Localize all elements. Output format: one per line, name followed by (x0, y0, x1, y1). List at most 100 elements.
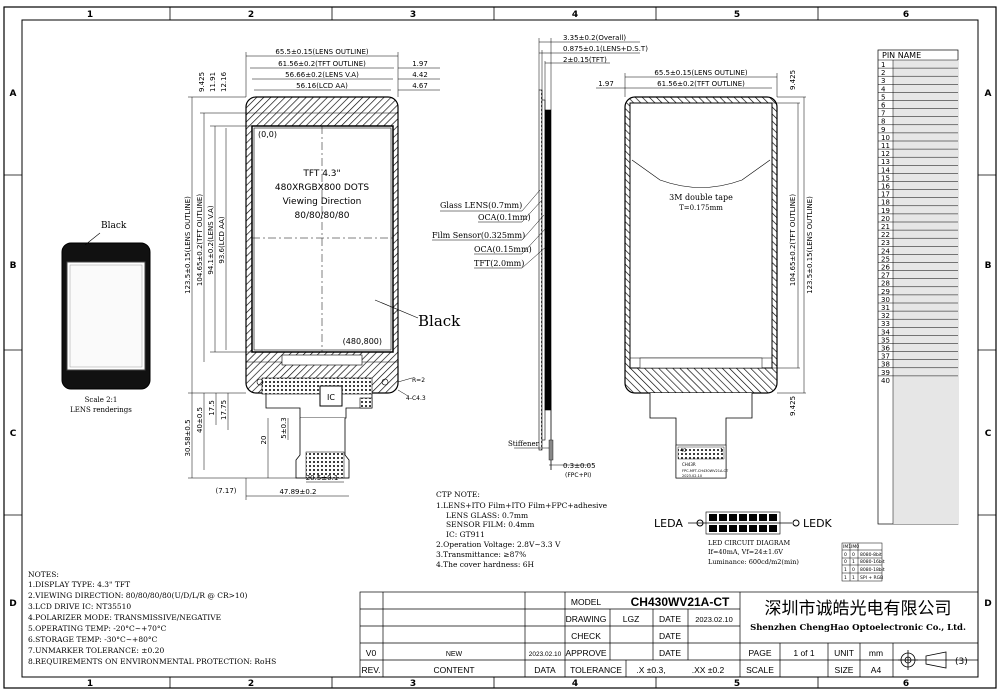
notes-line: 7.UNMARKER TOLERANCE: ±0.20 (28, 646, 164, 655)
layer-tft: TFT(2.0mm) (474, 259, 524, 268)
grid-col-top-6: 6 (903, 10, 909, 20)
mode-cell: 1 (844, 575, 847, 581)
rev-date: 2023.02.10 (529, 651, 562, 658)
pin-number: 32 (881, 312, 890, 320)
pin-number: 36 (881, 345, 890, 353)
back-dim-bottom-offset: 9.425 (789, 396, 797, 416)
led-title: LED CIRCUIT DIAGRAM (708, 539, 790, 547)
notes-line: 5.OPERATING TEMP: -20°C~+70°C (28, 624, 167, 633)
mode-header-im0: IM0 (851, 544, 859, 550)
grid-col-bottom-5: 5 (734, 679, 740, 689)
outer-frame (3, 6, 997, 689)
pin-number: 33 (881, 320, 890, 328)
tape-thickness: T=0.175mm (679, 204, 723, 212)
company-name-en: Shenzhen ChengHao Optoelectronic Co., Lt… (750, 623, 966, 633)
pin-name-column (893, 60, 959, 524)
dim-right-2: 4.42 (412, 71, 428, 79)
front-color-label: Black (418, 312, 461, 330)
dim-lens-dst: 0.875±0.1(LENS+D.S.T) (563, 45, 648, 53)
projection-label: (3) (955, 657, 968, 667)
stiffener-label: Stiffener (508, 440, 540, 448)
drawing-by: LGZ (623, 614, 640, 624)
pin-number: 13 (881, 158, 890, 166)
mode-cell: 8080-18bit (860, 567, 885, 573)
title-block (359, 591, 979, 678)
date-label-1: DATE (659, 614, 681, 624)
tolerance-label: TOLERANCE (570, 665, 622, 675)
pin-number: 2 (881, 69, 885, 77)
back-dim-lens-w: 65.5±0.15(LENS OUTLINE) (654, 69, 748, 77)
pin-table-header: PIN NAME (882, 51, 921, 60)
dim-radius: R=2 (412, 377, 425, 384)
dim-top-offset-1: 9.425 (198, 72, 206, 92)
view-area (251, 125, 394, 353)
dim-fpc-4: 17.75 (220, 400, 228, 420)
lens-color-label: Black (101, 221, 127, 231)
notes-line: 1.DISPLAY TYPE: 4.3" TFT (28, 580, 130, 589)
pin-number: 19 (881, 207, 890, 215)
grid-col-top-1: 1 (87, 10, 93, 20)
fpc-mark-2: FPC-MFT-CH430WV21A-CT (682, 469, 729, 473)
notes-title: NOTES: (28, 570, 59, 579)
pin-number: 18 (881, 199, 890, 207)
company-name-cn: 深圳市诚皓光电有限公司 (765, 599, 952, 619)
lens-scale-caption: Scale 2:1 (85, 396, 118, 404)
pin-number: 8 (881, 118, 885, 126)
dim-lens-va-w: 56.66±0.2(LENS V.A) (285, 71, 359, 79)
dim-top-offset-2: 11.91 (209, 72, 217, 92)
pin-number: 30 (881, 296, 890, 304)
ctp-note-line: 1.LENS+ITO Film+ITO Film+FPC+adhesive (436, 501, 608, 510)
dim-right-3: 4.67 (412, 82, 428, 90)
panel-text-2: 480XRGBX800 DOTS (275, 183, 369, 193)
dim-lens-va-h: 94.1±0.2(LENS V.A) (207, 205, 215, 274)
led-anode-label: LEDA (654, 517, 683, 530)
mode-cell: 8080-16bit (860, 559, 885, 565)
dim-fpc-2: 40±0.5 (196, 407, 204, 433)
back-view: 3M double tape T=0.175mm 40 1 CH43R FPC-… (596, 69, 814, 479)
pin-number: 22 (881, 231, 890, 239)
dim-chamfer: 4-C4.3 (406, 395, 426, 402)
inner-frame (21, 19, 979, 678)
pin-number: 6 (881, 102, 886, 110)
back-tft (629, 102, 773, 369)
pin-table: PIN NAME 1234567891011121314151617181920… (877, 49, 959, 525)
model-label: MODEL (571, 597, 602, 607)
page-value: 1 of 1 (793, 648, 815, 658)
pin-number: 28 (881, 280, 890, 288)
dim-lcd-aa-h: 93.6(LCD AA) (218, 216, 226, 263)
grid-col-top-2: 2 (248, 10, 254, 20)
grid-dividers (4, 7, 996, 688)
grid-row-left-c: C (10, 429, 17, 439)
dim-right-1: 1.97 (412, 60, 428, 68)
mode-cell: SPI + RGB (860, 575, 883, 581)
grid-col-bottom-1: 1 (87, 679, 93, 689)
notes-line: 6.STORAGE TEMP: -30°C~+80°C (28, 635, 158, 644)
dim-fpc-3: 17.5 (208, 400, 216, 416)
pin-number: 21 (881, 223, 890, 231)
notes-line: 2.VIEWING DIRECTION: 80/80/80/80(U/D/L/R… (28, 591, 247, 600)
ic-chip (319, 385, 343, 407)
dim-lens-outline-h: 123.5±0.15(LENS OUTLINE) (184, 196, 192, 294)
pin-number: 26 (881, 264, 890, 272)
tolerance-1: .X ±0.3, (636, 665, 665, 675)
pin-number: 27 (881, 272, 890, 280)
grid-row-left-d: D (9, 599, 16, 609)
pin-number: 5 (881, 93, 885, 101)
pin-number: 29 (881, 288, 890, 296)
notes-line: 4.POLARIZER MODE: TRANSMISSIVE/NEGATIVE (28, 613, 221, 622)
pin-number: 16 (881, 183, 890, 191)
scale-label: SCALE (746, 665, 774, 675)
pin-number: 1 (881, 61, 885, 69)
grid-col-bottom-6: 6 (903, 679, 909, 689)
dim-tft-outline-w: 61.56±0.2(TFT OUTLINE) (278, 60, 366, 68)
pin-number: 17 (881, 191, 890, 199)
dim-fpc-1: 30.58±0.5 (184, 419, 192, 456)
rev-label: REV. (361, 665, 380, 675)
side-view: 3.35±0.2(Overall) 0.875±0.1(LENS+D.S.T) … (432, 34, 648, 479)
rev-new: NEW (446, 651, 463, 658)
tape-label: 3M double tape (669, 193, 733, 202)
lens-rendering: Black Scale 2:1 LENS renderings (61, 221, 151, 414)
unit-label: UNIT (834, 648, 854, 658)
ctp-note-line: SENSOR FILM: 0.4mm (446, 520, 534, 529)
